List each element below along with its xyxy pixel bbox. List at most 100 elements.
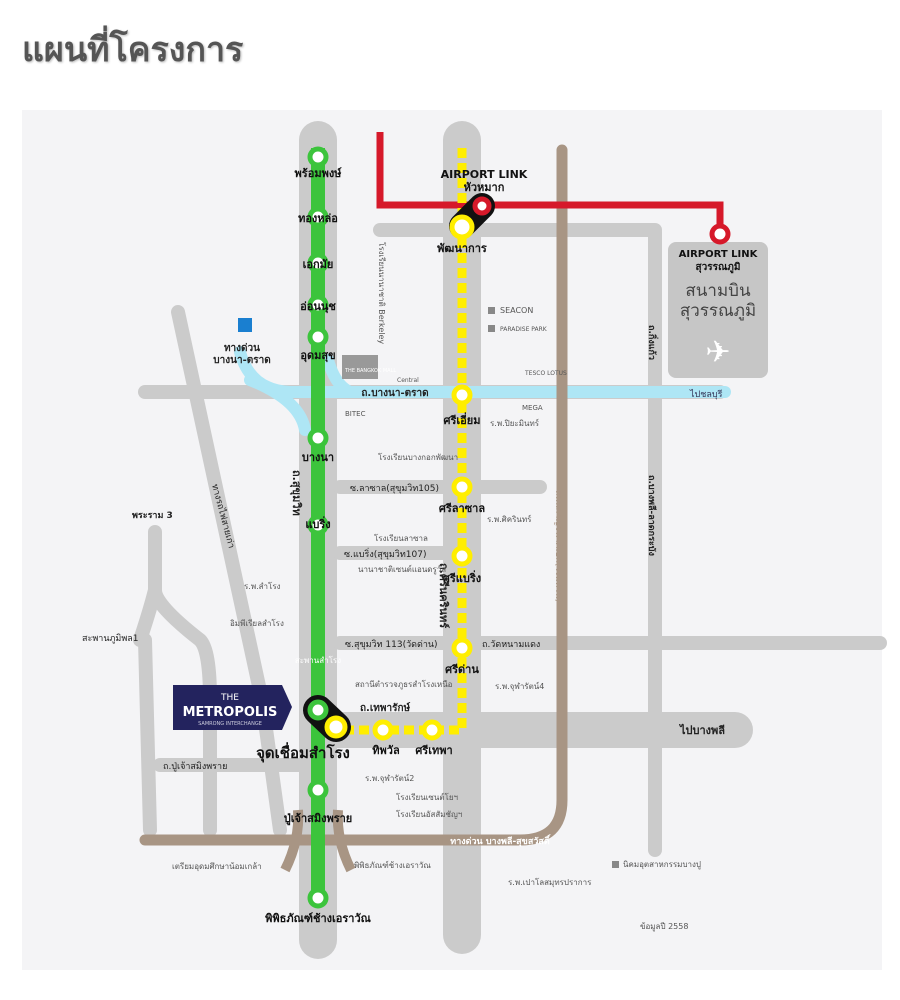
station-label: ทิพวัล	[372, 744, 400, 757]
station-yellow[interactable]	[451, 637, 473, 659]
svg-text:นิคมอุตสาหกรรมบางปู: นิคมอุตสาหกรรมบางปู	[623, 860, 701, 870]
station-green[interactable]	[307, 427, 329, 449]
svg-text:ร.พ.เปาโลสมุทรปราการ: ร.พ.เปาโลสมุทรปราการ	[508, 877, 592, 887]
svg-text:ร.พ.ปิยะมินทร์: ร.พ.ปิยะมินทร์	[490, 418, 540, 428]
station-label: พร้อมพงษ์	[295, 167, 343, 180]
airport-box	[668, 242, 768, 378]
station-label: บางนา	[302, 451, 334, 464]
svg-text:ถ.กิ่งแก้ว: ถ.กิ่งแก้ว	[646, 325, 659, 360]
svg-text:โรงเรียนลาซาล: โรงเรียนลาซาล	[374, 533, 428, 543]
svg-text:BITEC: BITEC	[345, 410, 366, 418]
station-label: พิพิธภัณฑ์ช้างเอราวัณ	[265, 912, 371, 925]
svg-text:ไปชลบุรี: ไปชลบุรี	[689, 389, 723, 400]
svg-text:บางนา-ตราด: บางนา-ตราด	[213, 355, 270, 366]
station-label: ศรีเทพา	[415, 744, 452, 757]
station-green[interactable]	[307, 252, 329, 274]
svg-text:THE BANGKOK MALL: THE BANGKOK MALL	[344, 368, 396, 374]
svg-text:สะพานภูมิพล1: สะพานภูมิพล1	[82, 633, 139, 644]
svg-text:ถ.บางนา-ตราด: ถ.บางนา-ตราด	[361, 388, 428, 399]
station-yellow[interactable]	[372, 719, 394, 741]
svg-text:SEACON: SEACON	[500, 306, 533, 315]
station-green[interactable]	[307, 294, 329, 316]
svg-text:ถ.ศรีนครินทร์: ถ.ศรีนครินทร์	[437, 563, 450, 628]
station-label: จุดเชื่อมสำโรง	[256, 742, 350, 763]
station-label: อ่อนนุช	[300, 300, 336, 314]
motorway-bangna	[234, 346, 731, 436]
svg-text:สุวรรณภูมิ: สุวรรณภูมิ	[696, 261, 741, 274]
svg-text:พระราม 3: พระราม 3	[132, 511, 173, 521]
svg-text:ทางด่วน: ทางด่วน	[224, 342, 260, 354]
svg-text:อิมพีเรียลสำโรง: อิมพีเรียลสำโรง	[230, 618, 284, 628]
station-yellow[interactable]	[421, 719, 443, 741]
station-yellow[interactable]	[451, 384, 473, 406]
station-label: อุดมสุข	[300, 349, 335, 363]
station-green[interactable]	[307, 887, 329, 909]
svg-text:ถ.วัดหนามแดง: ถ.วัดหนามแดง	[482, 640, 540, 650]
svg-text:AIRPORT LINK: AIRPORT LINK	[441, 168, 528, 181]
svg-text:AIRPORT LINK: AIRPORT LINK	[679, 249, 759, 260]
station-green[interactable]	[307, 779, 329, 801]
svg-text:ถ.เทพารักษ์: ถ.เทพารักษ์	[360, 702, 410, 714]
svg-text:สะพานสำโรง: สะพานสำโรง	[295, 655, 341, 665]
svg-text:ถนนกาญจนาภิเษก(วงแหวน): ถนนกาญจนาภิเษก(วงแหวน)	[553, 490, 564, 602]
project-badge[interactable]: THE METROPOLIS SAMRONG INTERCHANGE	[173, 685, 292, 730]
svg-text:นานาชาติเซนต์แอนดรูว์ส: นานาชาติเซนต์แอนดรูว์ส	[358, 564, 446, 575]
station-green[interactable]	[307, 206, 329, 228]
svg-text:สุวรรณภูมิ: สุวรรณภูมิ	[680, 301, 756, 321]
svg-text:Central: Central	[397, 377, 419, 384]
station-label: ศรีลาซาล	[439, 502, 485, 515]
svg-text:ร.พ.จุฬารัตน์2: ร.พ.จุฬารัตน์2	[365, 773, 414, 783]
places: โรงเรียนนานาชาติ Berkeley THE BANGKOK MA…	[172, 242, 701, 932]
station-yellow[interactable]	[451, 545, 473, 567]
station-green[interactable]	[307, 699, 329, 721]
svg-text:ร.พ.จุฬารัตน์4: ร.พ.จุฬารัตน์4	[495, 681, 544, 691]
station-label: ทองหล่อ	[298, 212, 338, 225]
svg-text:ถ.บางพลี-ลาดกระบัง: ถ.บางพลี-ลาดกระบัง	[646, 475, 657, 556]
station-label: เอกมัย	[303, 258, 334, 271]
yellow-stations: พัฒนาการศรีเอี่ยมศรีลาซาลศรีแบริ่งศรีด่า…	[324, 214, 487, 757]
station-label: ศรีแบริ่ง	[443, 570, 481, 585]
svg-text:THE: THE	[220, 693, 239, 703]
svg-text:ซ.แบริ่ง(สุขุมวิท107): ซ.แบริ่ง(สุขุมวิท107)	[344, 547, 426, 560]
airplane-icon: ✈	[705, 335, 730, 370]
page-title: แผนที่โครงการ	[22, 30, 244, 70]
svg-text:ข้อมูลปี 2558: ข้อมูลปี 2558	[640, 922, 688, 932]
svg-text:ซ.สุขุมวิท 113(วัดด่าน): ซ.สุขุมวิท 113(วัดด่าน)	[345, 639, 438, 650]
station-yellow[interactable]	[451, 476, 473, 498]
station-label: พัฒนาการ	[437, 242, 487, 255]
svg-text:เตรียมอุดมศึกษาน้อมเกล้า: เตรียมอุดมศึกษาน้อมเกล้า	[172, 862, 262, 871]
station-green[interactable]	[307, 326, 329, 348]
station-label: ศรีเอี่ยม	[444, 412, 481, 427]
svg-text:โรงเรียนเซนต์โยฯ: โรงเรียนเซนต์โยฯ	[396, 792, 458, 802]
svg-text:ถ.สุขุมวิท: ถ.สุขุมวิท	[289, 470, 303, 516]
svg-text:ร.พ.ศิครินทร์: ร.พ.ศิครินทร์	[487, 514, 532, 524]
svg-text:หัวหมาก: หัวหมาก	[464, 181, 505, 194]
svg-text:โรงเรียนบางกอกพัฒนา: โรงเรียนบางกอกพัฒนา	[378, 452, 458, 462]
svg-text:โรงเรียนนานาชาติ Berkeley: โรงเรียนนานาชาติ Berkeley	[377, 242, 387, 344]
svg-text:TESCO LOTUS: TESCO LOTUS	[524, 370, 567, 377]
station-yellow[interactable]	[449, 214, 475, 240]
svg-text:ถ.ปู่เจ้าสมิงพราย: ถ.ปู่เจ้าสมิงพราย	[163, 761, 227, 772]
svg-text:SAMRONG INTERCHANGE: SAMRONG INTERCHANGE	[198, 721, 262, 727]
station-green[interactable]	[307, 146, 329, 168]
airport-link-line	[376, 132, 724, 230]
station-label: แบริ่ง	[305, 516, 330, 531]
station-hua-mak[interactable]	[472, 196, 492, 216]
station-green[interactable]	[307, 514, 329, 536]
svg-text:โรงเรียนอัสสัมชัญฯ: โรงเรียนอัสสัมชัญฯ	[396, 809, 462, 819]
station-label: ศรีด่าน	[445, 663, 479, 676]
svg-text:ร.พ.สำโรง: ร.พ.สำโรง	[244, 581, 281, 591]
svg-text:MEGA: MEGA	[522, 404, 543, 412]
station-samrong-yellow[interactable]	[324, 715, 348, 739]
svg-text:สนามบิน: สนามบิน	[685, 281, 751, 301]
svg-text:ซ.ลาซาล(สุขุมวิท105): ซ.ลาซาล(สุขุมวิท105)	[350, 483, 439, 494]
station-suvarnabhumi[interactable]	[709, 223, 731, 245]
expressway-icon	[238, 318, 252, 332]
svg-text:ไปบางพลี: ไปบางพลี	[678, 723, 725, 737]
expressway-bangplee	[139, 144, 568, 846]
svg-text:สถานีตำรวจภูธรสำโรงเหนือ: สถานีตำรวจภูธรสำโรงเหนือ	[355, 679, 453, 690]
svg-text:พิพิธภัณฑ์ช้างเอราวัณ: พิพิธภัณฑ์ช้างเอราวัณ	[354, 860, 431, 870]
svg-text:METROPOLIS: METROPOLIS	[183, 705, 278, 720]
svg-text:ทางด่วน บางพลี-สุขสวัสดิ์: ทางด่วน บางพลี-สุขสวัสดิ์	[450, 834, 551, 847]
